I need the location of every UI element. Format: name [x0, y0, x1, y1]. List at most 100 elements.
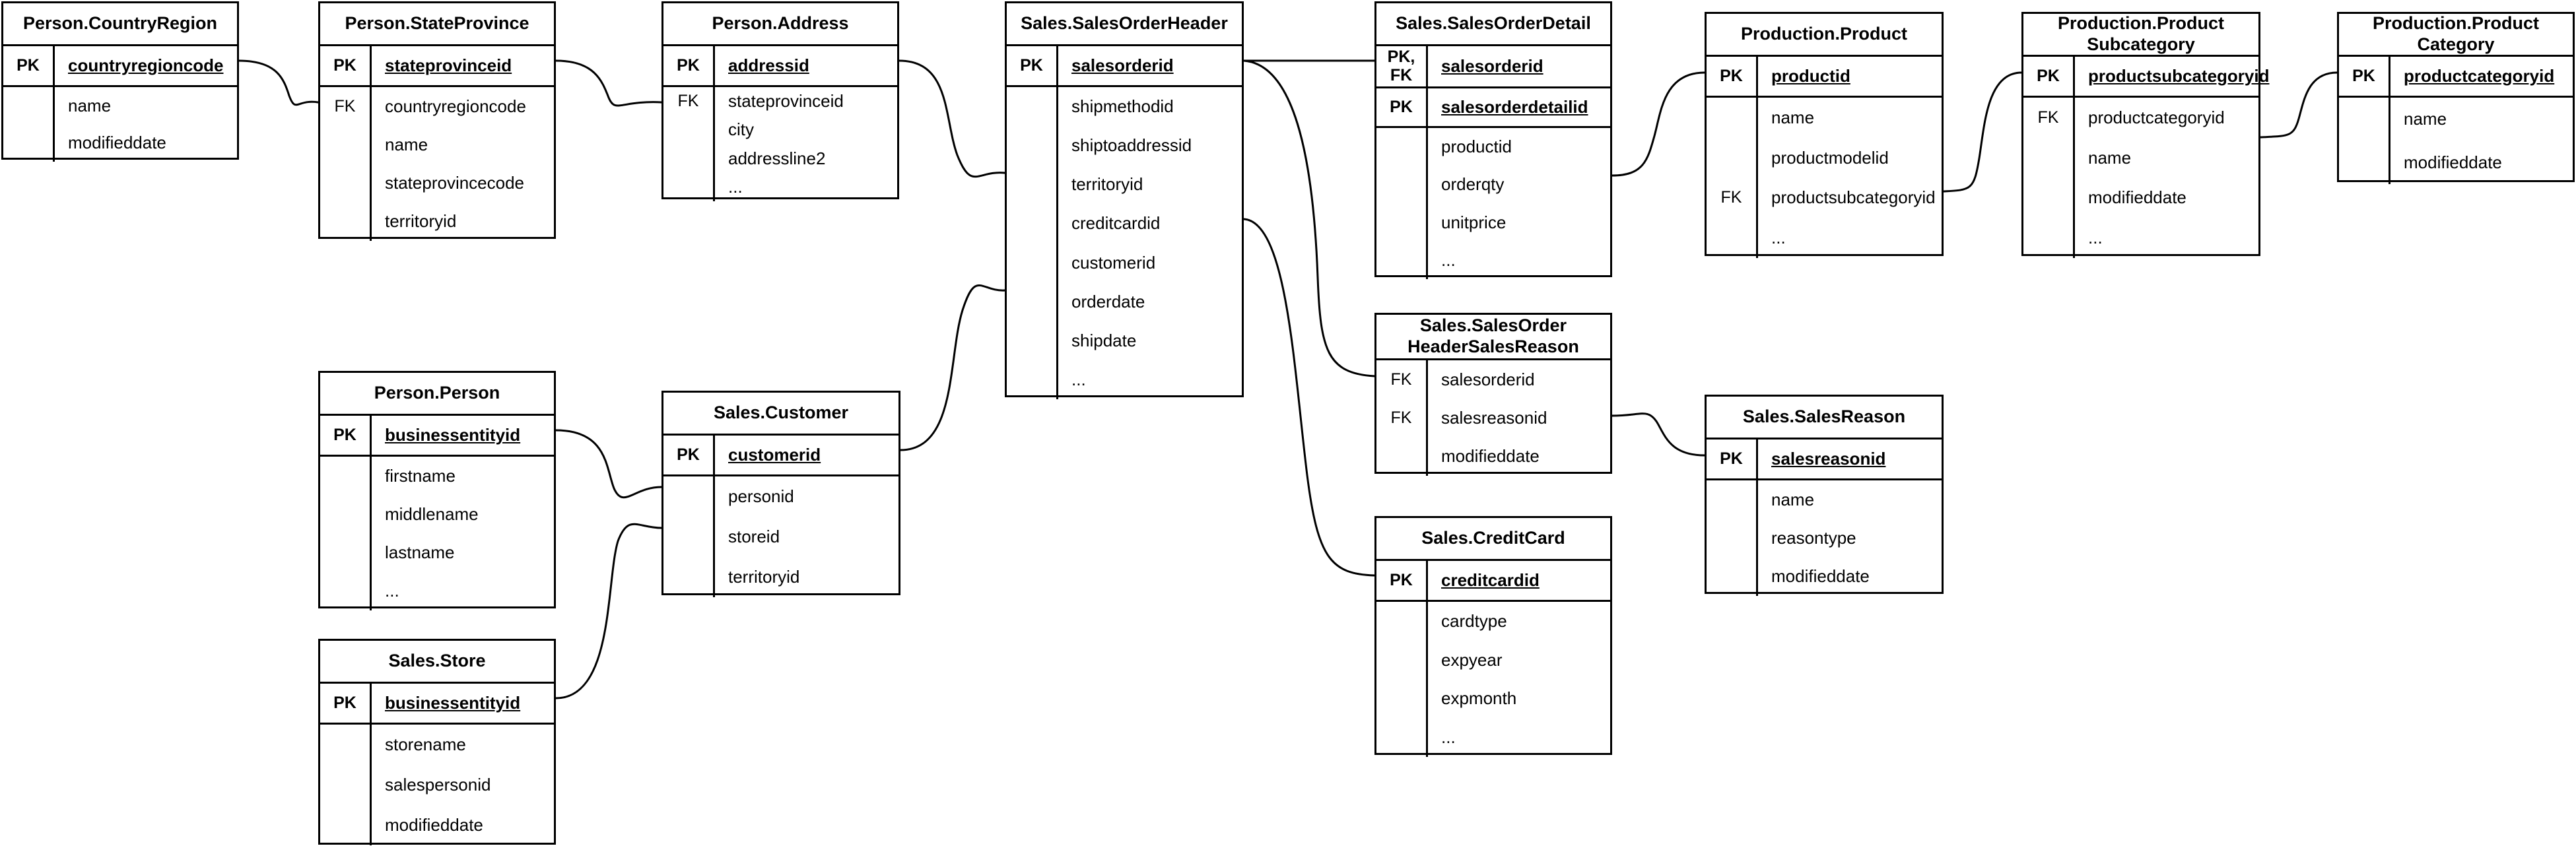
attribute-name----[interactable]: ... [1441, 727, 1456, 748]
key-indicator-name [320, 125, 370, 164]
rel-countryregion-stateprovince-path [238, 59, 319, 106]
attribute-name-productmodelid[interactable]: productmodelid [1771, 147, 1889, 168]
attribute-name-cardtype[interactable]: cardtype [1441, 610, 1507, 631]
rel-salesorderheader-salesorderdetail [1233, 48, 1395, 73]
attribute-name----[interactable]: ... [385, 581, 399, 601]
key-indicator-line: FK [1390, 65, 1413, 84]
attribute-name-firstname[interactable]: firstname [385, 465, 456, 486]
attribute-name-salesorderid[interactable]: salesorderid [1441, 369, 1535, 389]
attribute-name----[interactable]: ... [2088, 228, 2103, 248]
attribute-name-territoryid[interactable]: territoryid [728, 567, 800, 587]
key-indicator-storeid [663, 517, 713, 557]
attribute-name-addressline2[interactable]: addressline2 [728, 148, 826, 168]
attribute-name-city[interactable]: city [728, 119, 754, 140]
attribute-name-shipmethodid[interactable]: shipmethodid [1071, 96, 1174, 117]
attribute-name-productcategoryid[interactable]: productcategoryid [2088, 107, 2225, 127]
attribute-name-stateprovinceid[interactable]: stateprovinceid [728, 91, 844, 112]
attribute-name-countryregioncode[interactable]: countryregioncode [385, 96, 526, 116]
attribute-name-territoryid[interactable]: territoryid [1071, 174, 1143, 195]
attribute-name-territoryid[interactable]: territoryid [385, 211, 457, 232]
attribute-name----[interactable]: ... [1071, 369, 1086, 389]
key-indicator-modifieddate [3, 125, 53, 162]
attribute-name-modifieddate[interactable]: modifieddate [2088, 187, 2186, 208]
attribute-name-productid[interactable]: productid [1441, 137, 1512, 157]
key-indicator-productsubcategoryid: FK [1720, 188, 1742, 207]
attribute-name-lastname[interactable]: lastname [385, 542, 455, 563]
key-column-customer [663, 476, 715, 597]
attribute-name-orderdate[interactable]: orderdate [1071, 291, 1145, 311]
attribute-name-modifieddate[interactable]: modifieddate [68, 133, 166, 153]
key-indicator-middlename [320, 495, 370, 533]
attribute-name-name[interactable]: name [68, 95, 112, 115]
attribute-name-modifieddate[interactable]: modifieddate [2404, 152, 2502, 172]
attribute-name-modifieddate[interactable]: modifieddate [1771, 566, 1870, 587]
key-indicator---- [2023, 218, 2073, 258]
attribute-name-personid[interactable]: personid [728, 486, 794, 506]
attribute-name-name[interactable]: name [2404, 109, 2447, 129]
attribute-name-unitprice[interactable]: unitprice [1441, 212, 1507, 232]
attribute-name-productsubcategoryid: productsubcategoryid [2088, 66, 2270, 86]
attribute-name-salespersonid[interactable]: salespersonid [385, 775, 491, 795]
attribute-name-stateprovincecode[interactable]: stateprovincecode [385, 173, 525, 193]
attribute-name-name[interactable]: name [385, 134, 428, 154]
attribute-name-salesreasonid[interactable]: salesreasonid [1441, 407, 1547, 428]
attribute-name-modifieddate[interactable]: modifieddate [1441, 446, 1540, 467]
attribute-name-name[interactable]: name [1771, 489, 1815, 509]
key-column-salesorderdetail [1376, 128, 1428, 279]
attribute-name-orderqty[interactable]: orderqty [1441, 174, 1505, 195]
attribute-name-creditcardid[interactable]: creditcardid [1071, 213, 1161, 234]
entity-title-countryregion: Person.CountryRegion [22, 13, 218, 34]
key-indicator-name [2023, 138, 2073, 178]
attribute-name-expyear[interactable]: expyear [1441, 649, 1503, 670]
attribute-name-reasontype[interactable]: reasontype [1771, 527, 1856, 548]
attribute-name----[interactable]: ... [1441, 249, 1456, 270]
attribute-name-middlename[interactable]: middlename [385, 504, 479, 524]
attribute-name-modifieddate[interactable]: modifieddate [385, 815, 483, 835]
attribute-name-expmonth[interactable]: expmonth [1441, 688, 1517, 709]
attribute-name-productsubcategoryid[interactable]: productsubcategoryid [1771, 187, 1936, 208]
attribute-name-name[interactable]: name [2088, 147, 2132, 168]
attribute-name-name[interactable]: name [1771, 107, 1815, 127]
attribute-name-salesreasonid: salesreasonid [1771, 449, 1886, 469]
key-indicator-salesreasonid: FK [1390, 408, 1412, 427]
attribute-name-storeid[interactable]: storeid [728, 527, 780, 546]
attribute-name-storename[interactable]: storename [385, 734, 466, 754]
attribute-name-customerid[interactable]: customerid [1071, 252, 1156, 273]
key-column-productcategory [2339, 98, 2390, 184]
attribute-name-shiptoaddressid[interactable]: shiptoaddressid [1071, 135, 1192, 156]
attribute-name----[interactable]: ... [728, 176, 743, 197]
key-indicator---- [1376, 242, 1426, 279]
attribute-name-shipdate[interactable]: shipdate [1071, 330, 1137, 350]
attribute-name----[interactable]: ... [1771, 228, 1786, 248]
